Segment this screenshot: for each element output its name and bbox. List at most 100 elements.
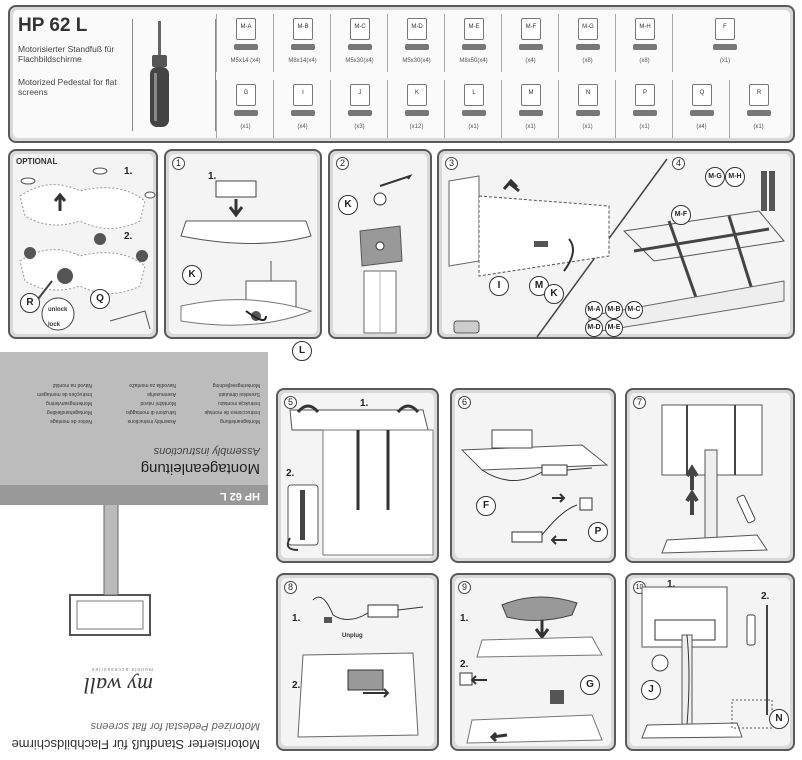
part-bag-icon: N	[578, 84, 598, 106]
step-8-illustration	[297, 596, 424, 738]
step-6-number: 6	[458, 396, 471, 409]
part-cell: L (x1)	[444, 80, 501, 138]
part-glyph-icon	[462, 110, 486, 116]
label-l: L	[292, 341, 312, 361]
part-glyph-icon	[348, 44, 372, 50]
part-bag-icon: K	[407, 84, 427, 106]
cover-title-block: Motorisierter Standfuß für Flachbildschi…	[0, 708, 268, 760]
cover-page: Motorisierter Standfuß für Flachbildschi…	[0, 352, 268, 760]
part-glyph-icon	[405, 44, 429, 50]
step-2-number: 2	[336, 157, 349, 170]
part-glyph-icon	[405, 110, 429, 116]
part-bag-icon: I	[293, 84, 313, 106]
step-8-sub-2: 2.	[292, 680, 301, 691]
label-k: K	[544, 284, 564, 304]
part-bag-icon: R	[749, 84, 769, 106]
part-qty: (x8)	[639, 58, 650, 64]
part-bag-icon: M-D	[407, 18, 427, 40]
step-2-panel: 2 K	[328, 149, 432, 339]
part-glyph-icon	[462, 44, 486, 50]
step-9-sub-1: 1.	[460, 613, 469, 624]
step-10-sub-1: 1.	[667, 579, 676, 590]
part-cell: G(x1)	[216, 80, 273, 138]
part-cell: N (x1)	[558, 80, 615, 138]
step-9-number: 9	[458, 581, 471, 594]
cover-language: Istruzioni di montaggio	[125, 409, 176, 415]
cover-language: Monteringsanvisning	[46, 400, 92, 406]
part-cell: Q(x4)	[672, 80, 729, 138]
label-p: P	[588, 522, 608, 542]
parts-panel: HP 62 L Motorisierter Standfuß für Flach…	[8, 5, 795, 143]
step-4-number: 4	[672, 157, 685, 170]
part-glyph-icon	[234, 110, 258, 116]
cover-language: Asennusohje	[147, 391, 176, 397]
part-glyph-icon	[234, 44, 258, 50]
label-i: I	[489, 276, 509, 296]
step-8-sub-1: 1.	[292, 613, 301, 624]
cover-language: Assembly instructions	[127, 418, 176, 424]
step-6-illustration	[460, 429, 609, 545]
part-glyph-icon	[633, 44, 657, 50]
step-5-sub-1: 1.	[360, 398, 369, 409]
step-1-panel: 1 1. K L	[164, 149, 322, 361]
divider	[215, 19, 216, 131]
cover-language: Monteringsvejledning	[212, 382, 260, 388]
optional-step-2: 2.	[124, 231, 133, 242]
part-qty: (x1)	[525, 124, 536, 130]
label-m-c: M-C	[625, 301, 643, 319]
optional-panel: OPTIONAL 1. 2. R Q unlock lock	[8, 149, 158, 339]
part-cell: M-H (x8)	[615, 14, 672, 72]
part-bag-icon: M-C	[350, 18, 370, 40]
step-3-4-illustration	[448, 158, 785, 337]
optional-illustration	[19, 167, 156, 331]
step-5-panel: 5 1. 2.	[276, 388, 439, 563]
label-r: R	[20, 293, 40, 313]
title-de: Motorisierter Standfuß für Flachbildschi…	[18, 44, 115, 64]
part-qty: (x1)	[719, 58, 731, 64]
label-m-f: M-F	[671, 205, 691, 225]
part-qty: (x4)	[525, 58, 536, 64]
part-cell: F(x1)	[672, 14, 776, 72]
part-qty: (x4)	[696, 124, 707, 130]
part-glyph-icon	[747, 110, 771, 116]
part-glyph-icon	[713, 44, 737, 50]
part-bag-icon: L	[464, 84, 484, 106]
step-9-panel: 9 1. 2. G	[450, 573, 616, 751]
step-7-illustration	[661, 404, 768, 554]
part-qty: (x1)	[582, 124, 593, 130]
cover-language: Navodila za montažo	[129, 382, 176, 388]
label-m-g: M-G	[705, 167, 725, 187]
step-5-sub-2: 2.	[286, 468, 295, 479]
label-n: N	[769, 709, 789, 729]
step-10-illustration	[641, 586, 773, 739]
cover-language: Montagehandleiding	[46, 409, 92, 415]
divider	[132, 19, 133, 131]
part-glyph-icon	[576, 44, 600, 50]
step-3-number: 3	[445, 157, 458, 170]
label-q: Q	[90, 289, 110, 309]
part-qty: (x8)	[582, 58, 593, 64]
part-glyph-icon	[690, 110, 714, 116]
part-qty: (x1)	[468, 124, 479, 130]
unlock-text: unlock	[48, 307, 68, 313]
part-glyph-icon	[291, 44, 315, 50]
part-bag-icon: M-H	[635, 18, 655, 40]
cover-footer-de: Motorisierter Standfuß für Flachbildschi…	[11, 737, 260, 752]
part-bag-icon: M-F	[521, 18, 541, 40]
part-glyph-icon	[519, 110, 543, 116]
part-qty: M5x30(x4)	[402, 58, 431, 64]
part-bag-icon: M-B	[293, 18, 313, 40]
label-k: K	[338, 195, 358, 215]
parts-panel-inner	[13, 10, 790, 138]
part-cell: M-D M5x30(x4)	[387, 14, 444, 72]
cover-language: Instruções de montagem	[36, 391, 92, 397]
part-cell: J(x3)	[330, 80, 387, 138]
part-qty: (x1)	[753, 124, 764, 130]
cover-footer-en: Motorized Pedestal for flat screens	[90, 720, 260, 732]
step-10-panel: 10 1. 2. J N	[625, 573, 795, 751]
lock-text: lock	[48, 322, 61, 328]
part-cell: M-G(x8)	[558, 14, 615, 72]
brand-logo: my wall mounts accessories	[83, 666, 153, 698]
